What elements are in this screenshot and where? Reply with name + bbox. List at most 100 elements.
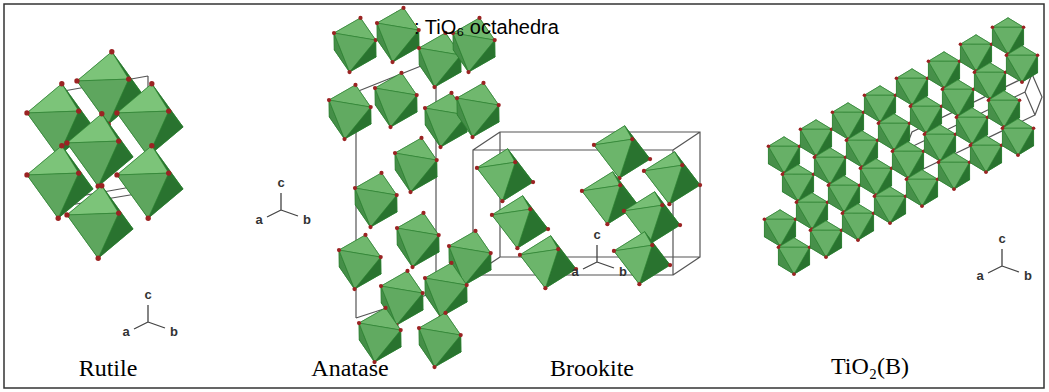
tio6-octahedron xyxy=(327,83,373,141)
tio6-octahedron xyxy=(337,233,383,291)
oxygen-atom xyxy=(580,189,584,193)
oxygen-atom xyxy=(126,76,131,81)
tio6-octahedron xyxy=(969,136,1004,174)
oxygen-atom xyxy=(24,110,29,115)
oxygen-atom xyxy=(76,108,81,113)
tio6-octahedron xyxy=(518,236,578,290)
figure-frame xyxy=(4,4,1044,388)
oxygen-atom xyxy=(991,25,995,29)
oxygen-atom xyxy=(920,204,924,208)
oxygen-atom xyxy=(795,200,799,204)
oxygen-atom xyxy=(443,311,447,315)
oxygen-atom xyxy=(432,85,436,89)
oxygen-atom xyxy=(660,203,664,207)
octahedron-face xyxy=(329,100,371,139)
tio6-octahedron xyxy=(373,71,419,129)
oxygen-atom xyxy=(841,211,845,215)
oxygen-atom xyxy=(435,158,439,162)
oxygen-atom xyxy=(395,226,399,230)
oxygen-atom xyxy=(859,166,863,170)
oxygen-atom xyxy=(166,108,171,113)
oxygen-atom xyxy=(358,16,362,20)
octahedron-face xyxy=(924,125,955,134)
tio6-octahedron xyxy=(64,111,133,189)
oxygen-atom xyxy=(1016,153,1020,157)
oxygen-atom xyxy=(515,246,519,250)
oxygen-atom xyxy=(618,183,622,187)
octahedron-face xyxy=(397,228,439,267)
oxygen-atom xyxy=(395,193,399,197)
axis-label: c xyxy=(998,232,1005,246)
octahedron-face xyxy=(614,245,652,284)
octahedron-face xyxy=(778,238,809,247)
oxygen-atom xyxy=(543,286,547,290)
tio6-octahedron xyxy=(612,232,672,286)
octahedron-face xyxy=(942,80,973,89)
oxygen-atom xyxy=(74,78,79,83)
oxygen-atom xyxy=(146,216,151,221)
oxygen-atom xyxy=(449,91,453,95)
oxygen-atom xyxy=(497,103,501,107)
oxygen-atom xyxy=(455,96,459,100)
octahedron-face xyxy=(842,213,873,240)
oxygen-atom xyxy=(99,111,104,116)
oxygen-atom xyxy=(513,160,517,164)
legend-text: : TiO₆ octahedra xyxy=(414,16,559,38)
oxygen-atom xyxy=(399,328,403,332)
tio6-octahedron xyxy=(873,187,908,225)
oxygen-atom xyxy=(114,172,119,177)
oxygen-atom xyxy=(114,110,119,115)
octahedron-face xyxy=(339,250,381,289)
octahedron-face xyxy=(892,142,923,151)
oxygen-atom xyxy=(845,138,849,142)
oxygen-atom xyxy=(556,247,560,251)
oxygen-atom xyxy=(650,243,654,247)
tio6-octahedron xyxy=(393,136,439,194)
oxygen-atom xyxy=(856,238,860,242)
oxygen-atom xyxy=(449,261,453,265)
octahedron-face xyxy=(67,186,119,215)
oxygen-atom xyxy=(466,70,470,74)
axis-triad xyxy=(134,305,165,329)
oxygen-atom xyxy=(622,209,626,213)
oxygen-atom xyxy=(767,144,771,148)
oxygen-atom xyxy=(678,223,682,227)
oxygen-atom xyxy=(877,121,881,125)
axis-label: c xyxy=(144,288,151,302)
oxygen-atom xyxy=(368,225,372,229)
tio6-octahedron xyxy=(1001,119,1036,157)
oxygen-atom xyxy=(347,70,351,74)
octahedron-face xyxy=(334,33,376,72)
octahedron-face xyxy=(992,18,1023,27)
oxygen-atom xyxy=(327,98,331,102)
octahedron-face xyxy=(67,141,119,186)
octahedra xyxy=(24,6,1039,369)
oxygen-atom xyxy=(909,104,913,108)
octahedron-face xyxy=(419,328,461,367)
axis-label: a xyxy=(122,325,129,339)
octahedron-face xyxy=(1002,128,1033,155)
tio6-octahedron xyxy=(375,6,421,64)
unit-cell xyxy=(58,60,1042,318)
octahedron-face xyxy=(906,179,937,206)
tio6-octahedron xyxy=(455,81,501,139)
oxygen-atom xyxy=(363,233,367,237)
oxygen-atom xyxy=(383,306,387,310)
axis-triad xyxy=(267,193,298,217)
octahedron-face xyxy=(800,120,831,129)
octahedron-face xyxy=(355,188,397,227)
tio6-octahedron xyxy=(332,16,378,74)
oxygen-atom xyxy=(891,149,895,153)
oxygen-atom xyxy=(76,170,81,175)
axis-label: b xyxy=(1024,269,1032,283)
octahedron-face xyxy=(375,88,417,127)
axis-label: a xyxy=(255,213,262,227)
oxygen-atom xyxy=(64,140,69,145)
oxygen-atom xyxy=(546,227,550,231)
octahedron-face xyxy=(970,136,1001,145)
octahedron-face xyxy=(938,153,969,162)
oxygen-atom xyxy=(357,321,361,325)
octahedron-face xyxy=(77,52,129,81)
octahedron-face xyxy=(988,91,1019,100)
